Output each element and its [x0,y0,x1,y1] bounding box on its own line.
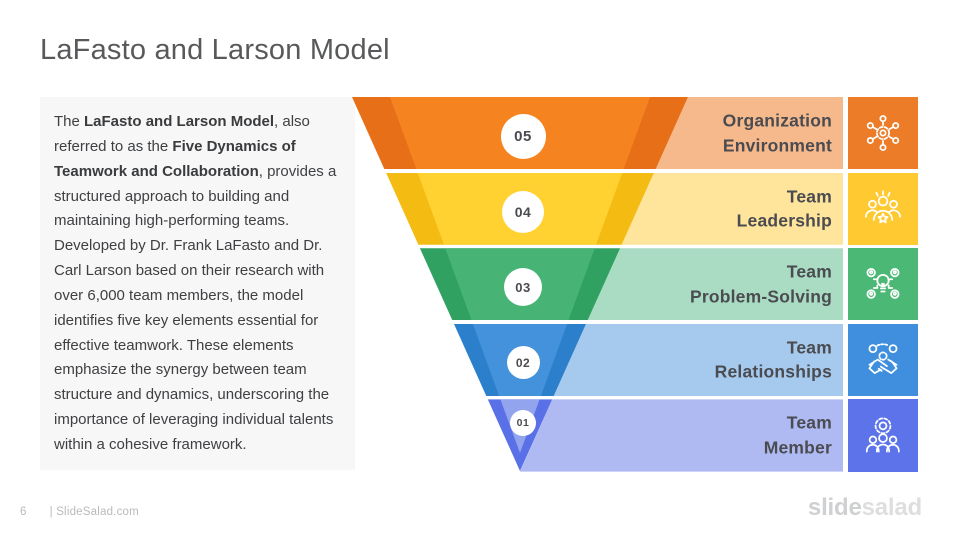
footer-site-label: | SlideSalad.com [49,506,139,518]
row-tint-band [520,399,843,472]
description-panel: The LaFasto and Larson Model, also refer… [40,97,355,470]
row-label-line: Problem-Solving [689,286,832,307]
step-number-badge: 01 [510,410,536,437]
row-label-line: Team [786,261,832,282]
step-number-badge: 04 [502,190,544,233]
row-label-line: Team [786,186,832,207]
step-number-badge: 02 [506,346,540,380]
row-icon-box [848,248,918,321]
row-icon-box [848,323,918,396]
footer: 6 | SlideSalad.com [20,506,139,518]
page-number: 6 [20,506,27,518]
row-label-line: Team [786,412,832,433]
row-label-line: Member [763,437,832,458]
team-member-icon [865,417,900,453]
row-label-line: Environment [722,135,832,156]
team-relationships-icon [868,343,898,374]
team-leadership-icon [865,189,901,223]
row-tint-band [587,248,843,321]
logo-part-salad: salad [861,494,923,521]
row-icon-box [848,97,918,170]
row-icon-box [848,172,918,245]
row-tint-band [553,323,843,396]
row-label-line: Team [786,337,832,358]
logo-part-slide: slide [807,494,862,521]
row-label-line: Relationships [714,361,832,382]
step-number-badge: 05 [500,113,546,159]
row-tint-band [655,97,843,170]
row-tint-band [621,172,843,245]
organization-network-icon [866,115,900,152]
description-text: The LaFasto and Larson Model, also refer… [54,113,337,453]
row-label-line: Leadership [736,210,832,231]
row-label-line: Organization [722,110,832,131]
step-number-badge: 03 [504,268,542,307]
slidesalad-logo: slidesalad [808,494,922,522]
page-title: LaFasto and Larson Model [40,34,390,66]
team-problem-solving-icon [866,268,900,299]
row-icon-box [848,399,918,472]
